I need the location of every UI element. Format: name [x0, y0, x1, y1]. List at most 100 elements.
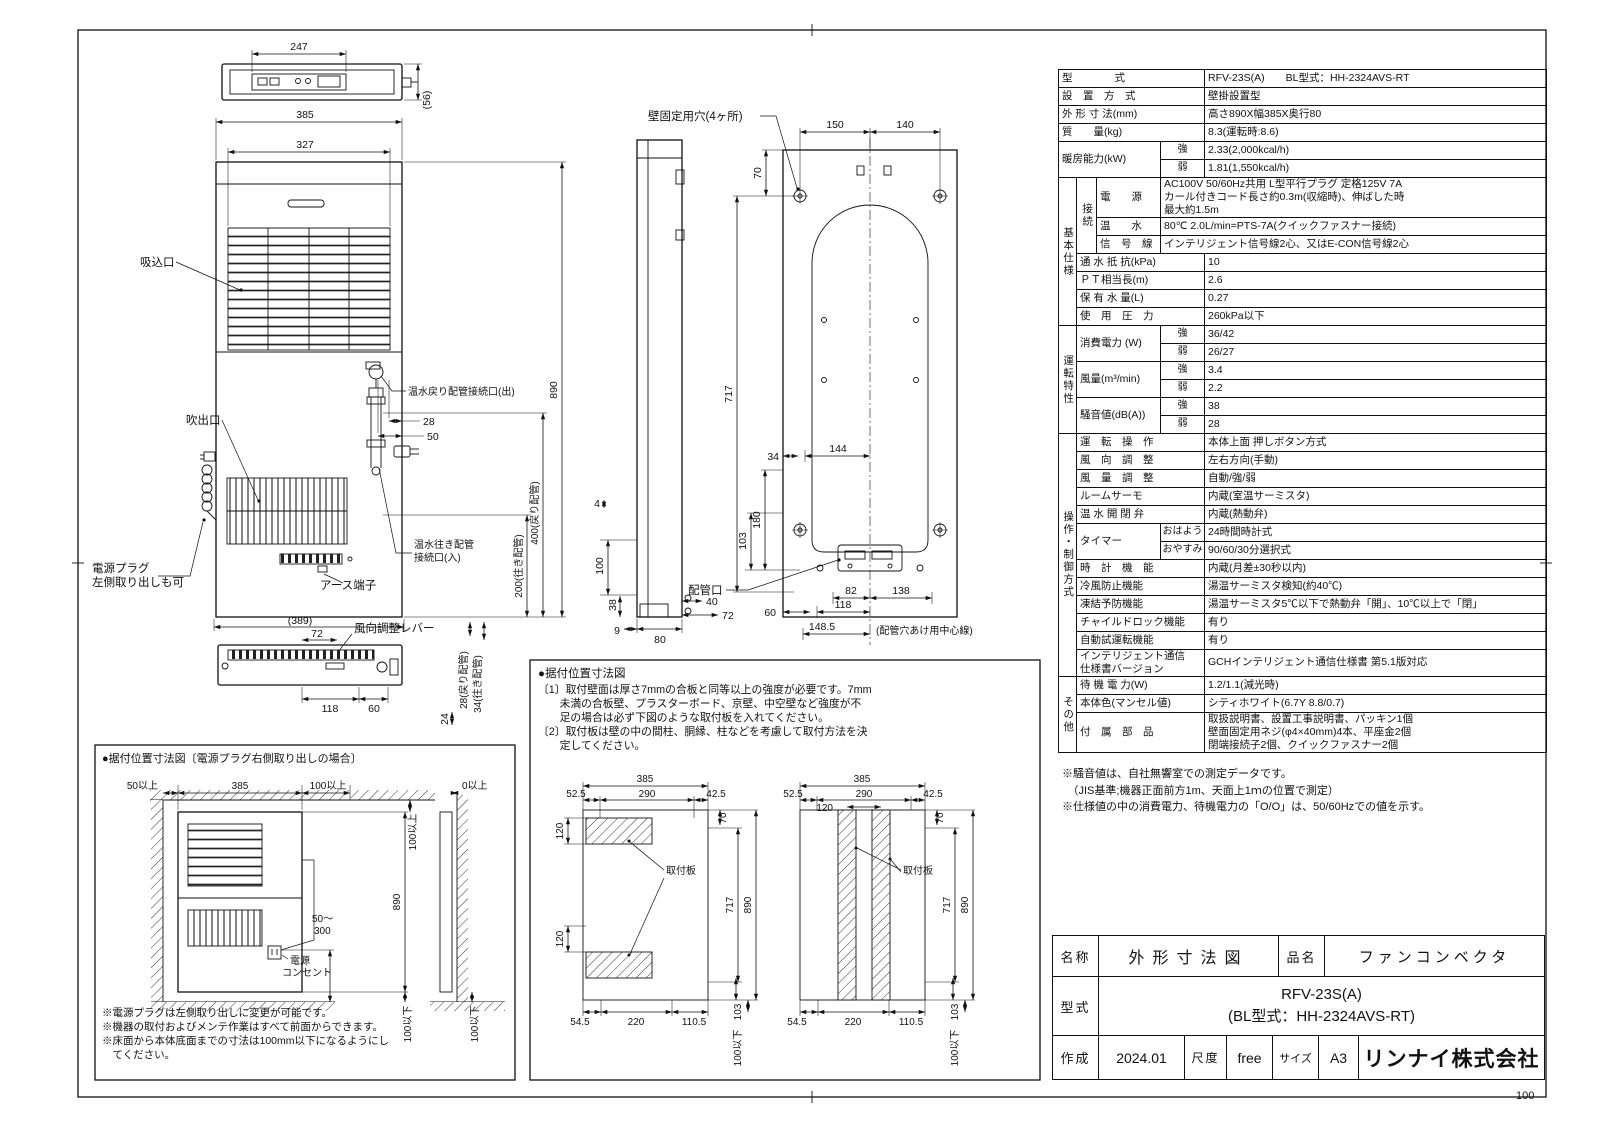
title-date-value: 2024.01 [1099, 1036, 1185, 1079]
spec-igver-value: GCHインテリジェント通信仕様書 第5.1版対応 [1204, 649, 1547, 677]
spec-airflow-label: 風量(m³/min) [1076, 361, 1161, 398]
power-plug-symbol [393, 445, 411, 458]
dim-28-front: 28 [423, 416, 435, 428]
install-b-paragraphs: 〔1〕取付壁面は厚さ7mmの合板と同等以上の強度が必要です。7mm 未満の合板壁… [538, 683, 872, 753]
dim-100max-br: 100以下 [950, 1030, 961, 1067]
dim-890-a: 890 [392, 893, 403, 910]
spec-group-perf: 運転特性 [1058, 325, 1077, 434]
spec-valve-label: 温 水 開 閉 弁 [1076, 505, 1205, 524]
pipe-port-box [837, 544, 903, 572]
strong-label: 強 [1160, 141, 1205, 160]
spec-autotest-label: 自動試運転機能 [1076, 631, 1205, 650]
title-item-label: 品名 [1279, 936, 1325, 976]
dim-103-bl: 103 [733, 1003, 744, 1020]
outlet-label: 吹出口 [186, 413, 221, 427]
dim-389: (389) [288, 615, 313, 627]
spec-freezeguard-label: 凍結予防機能 [1076, 595, 1205, 614]
title-model-value: RFV-23S(A) (BL型式：HH-2324AVS-RT) [1228, 986, 1415, 1025]
spec-model-value: RFV-23S(A) BL型式：HH-2324AVS-RT [1204, 69, 1547, 88]
spec-airflow-weak: 2.2 [1204, 379, 1547, 398]
install-a-notes: ※電源プラグは左側取り出しに変更が可能です。 ※機器の取付およびメンテ作業はすべ… [102, 1006, 389, 1062]
dim-4-side: 4 [594, 498, 600, 510]
dim-890-bl: 890 [743, 896, 754, 913]
spec-windvol-value: 自動/強/弱 [1204, 469, 1547, 488]
spec-standby-label: 待 機 電 力(W) [1076, 676, 1205, 695]
spec-group-ctrl: 操作・制御方式 [1058, 433, 1077, 677]
spec-op-label: 運 転 操 作 [1076, 433, 1205, 452]
install-b-para-line: 〔2〕取付板は壁の中の間柱、胴縁、柱などを考慮して取付方法を決 [538, 726, 868, 738]
spec-consumption-strong: 36/42 [1204, 325, 1547, 344]
install-box-b: 取付板 385 52.5 290 42.5 120 120 70 [529, 659, 1041, 1081]
dim-138-rear: 138 [892, 585, 910, 597]
dim-150-rear: 150 [826, 119, 844, 131]
dim-220-bl: 220 [628, 1017, 645, 1028]
supply-port-label-2: 接続口(入) [414, 551, 461, 564]
spec-consumption-weak: 26/27 [1204, 343, 1547, 362]
spec-coldguard-label: 冷風防止機能 [1076, 577, 1205, 596]
spec-note: ※仕様値の中の消費電力、待機電力の「O/O」は、50/60Hzでの値を示す。 [1062, 801, 1431, 813]
spec-bodycolor-label: 本体色(マンセル値) [1076, 694, 1205, 713]
return-port-label: 温水戻り配管接続口(出) [408, 385, 515, 398]
title-size-label: サイズ [1273, 1036, 1319, 1079]
spec-water-label: 温 水 [1096, 217, 1161, 236]
install-a-note: ※床面から本体底面までの寸法は100mm以下になるようにし [102, 1035, 390, 1047]
intake-label: 吸込口 [140, 256, 175, 269]
dim-103-br: 103 [950, 1003, 961, 1020]
dim-180-rear: 180 [751, 511, 763, 529]
dim-72-side: 72 [722, 610, 734, 622]
spec-noise-strong: 38 [1204, 397, 1547, 416]
top-view: 247 (56) [221, 41, 433, 110]
dim-120-bl1: 120 [555, 822, 566, 839]
spec-mount-value: 壁掛設置型 [1204, 87, 1547, 106]
dim-220-br: 220 [845, 1017, 862, 1028]
spec-clock-value: 内蔵(月差±30秒以内) [1204, 559, 1547, 578]
install-b-para-line: 〔1〕取付壁面は厚さ7mmの合板と同等以上の強度が必要です。7mm [538, 684, 872, 696]
dim-100min: 100以上 [310, 780, 347, 792]
dim-148-5-rear: 148.5 [809, 621, 835, 633]
outlet-label-1: 電源 [290, 954, 310, 967]
spec-freezeguard-value: 湯温サーミスタ5℃以下で熱動弁「開」、10℃以上で「閉」 [1204, 595, 1547, 614]
install-a-note: ※機器の取付およびメンテ作業はすべて前面からできます。 [102, 1021, 383, 1033]
dim-52-5-bl: 52.5 [566, 789, 586, 800]
dim-40-side: 40 [706, 596, 718, 608]
side-view: 4 100 38 9 80 40 72 [594, 139, 734, 646]
spec-autotest-value: 有り [1204, 631, 1547, 650]
dim-60-front: 60 [368, 703, 380, 715]
spec-consumption-label: 消費電力 (W) [1076, 325, 1161, 362]
spec-standby-value: 1.2/1.1(減光時) [1204, 676, 1547, 695]
plate-label-right: 取付板 [903, 864, 933, 877]
dim-247: 247 [290, 41, 308, 53]
louver-lever [325, 662, 345, 670]
spec-winddir-label: 風 向 調 整 [1076, 451, 1205, 470]
dim-56: (56) [421, 91, 433, 110]
title-date-label: 作成 [1053, 1036, 1099, 1079]
dim-60-rear: 60 [764, 607, 776, 619]
spec-pt-value: 2.6 [1204, 271, 1547, 290]
spec-volume-label: 保 有 水 量(L) [1076, 289, 1205, 308]
rear-view: 壁固定用穴(4ヶ所) 配管口 150 140 70 717 180 103 34… [648, 109, 973, 645]
spec-model-label: 型 式 [1058, 69, 1205, 88]
strong-label: 強 [1160, 361, 1205, 380]
spec-childlock-value: 有り [1204, 613, 1547, 632]
louver-lever-label: 風向調整レバー [354, 621, 435, 635]
dim-200-supply: 200(往き配管) [512, 534, 525, 597]
dim-385-br: 385 [854, 774, 871, 785]
dim-9-side: 9 [614, 625, 620, 637]
spec-valve-value: 内蔵(熱動弁) [1204, 505, 1547, 524]
install-a-note: てください。 [102, 1049, 176, 1061]
dim-34-supply: 34(往き配管) [471, 655, 484, 713]
title-scale-value: free [1227, 1036, 1273, 1079]
spec-thermo-value: 内蔵(室温サーミスタ) [1204, 487, 1547, 506]
front-view: 吸込口 吹出口 電源プラグ 左側取り出しも可 アース端子 風向調整レバー 温水戻… [92, 109, 566, 653]
spec-pressure-label: 使 用 圧 力 [1076, 307, 1205, 326]
spec-accessories-label: 付 属 部 品 [1076, 712, 1205, 753]
spec-flowres-value: 10 [1204, 253, 1547, 272]
title-size-value: A3 [1319, 1036, 1359, 1079]
dim-52-5-br: 52.5 [783, 789, 803, 800]
dim-54-5-bl: 54.5 [570, 1017, 590, 1028]
install-b-title: ●据付位置寸法図 [538, 668, 626, 680]
earth-terminal [317, 565, 328, 573]
strong-label: 強 [1160, 325, 1205, 344]
plug-label-2: 左側取り出しも可 [92, 575, 184, 589]
